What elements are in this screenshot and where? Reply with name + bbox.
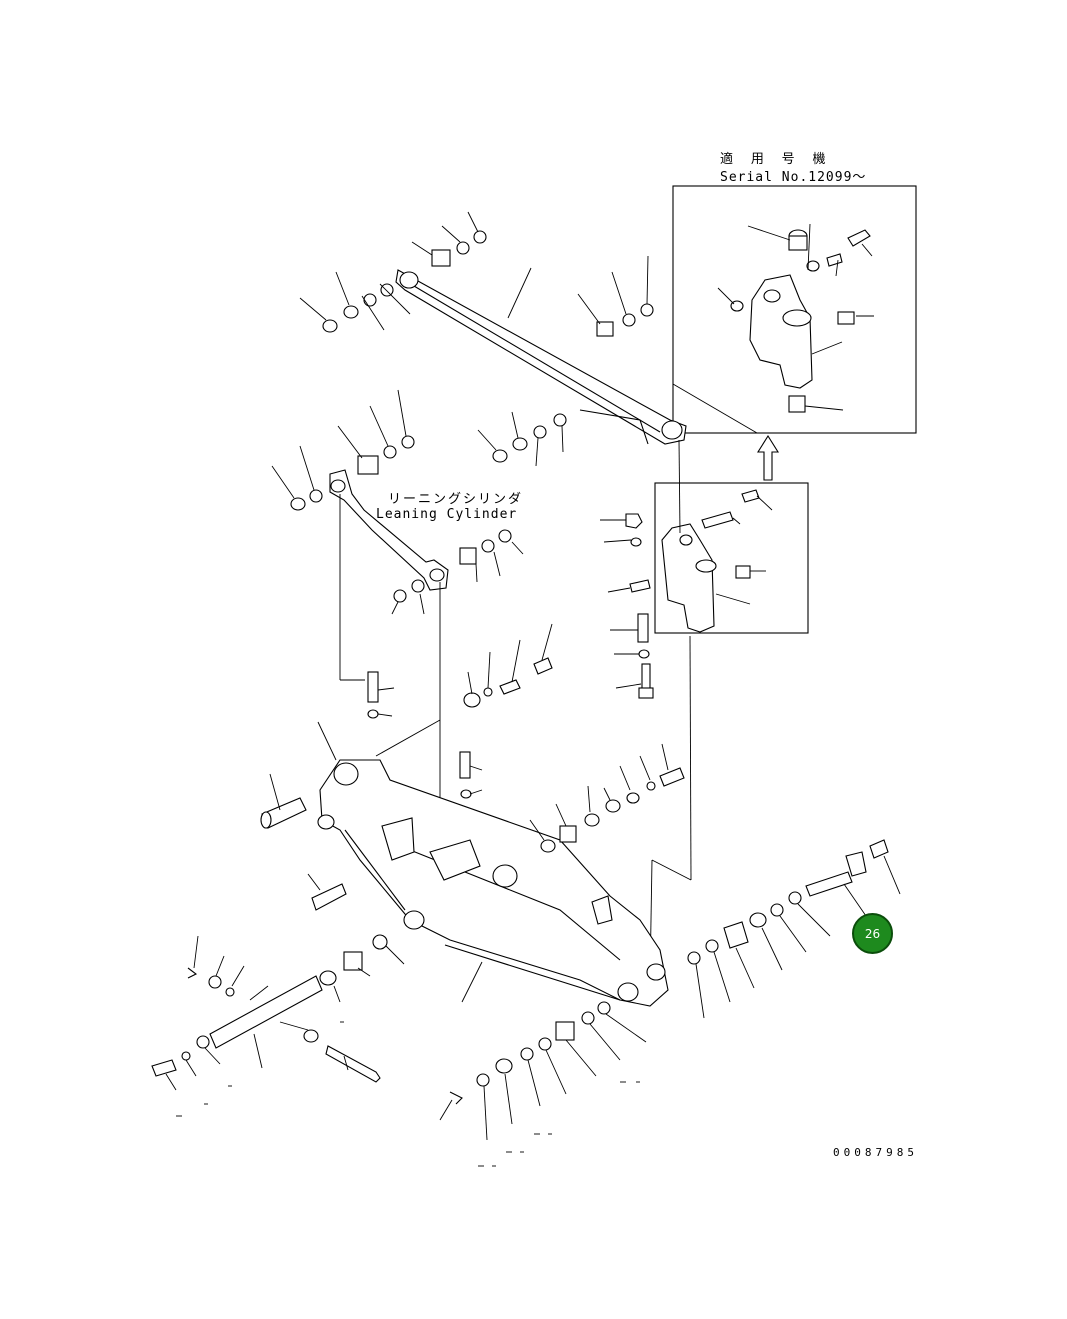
inset-title-japanese: 適 用 号 機: [720, 152, 831, 167]
inset-arrow: [757, 434, 779, 481]
main-frame: [317, 721, 669, 1007]
stay-rod: [395, 267, 687, 445]
part-callout-26[interactable]: 26: [852, 913, 893, 954]
reference-dashes: [176, 1021, 640, 1167]
cylinder-fasteners: [600, 439, 692, 981]
right-middle-hardware: [529, 743, 685, 853]
leaning-cylinder-label-japanese: リーニングシリンダ: [388, 492, 524, 507]
document-number: 00087985: [833, 1146, 918, 1159]
lower-left-hardware: [151, 773, 405, 1091]
upper-left-hardware: [299, 211, 487, 333]
right-lower-hardware: [687, 839, 901, 1019]
mid-hardware: [271, 389, 567, 511]
bottom-center-hardware: [439, 1001, 647, 1141]
inset-box: [672, 185, 917, 434]
upper-right-hardware: [577, 255, 654, 337]
leaning-cylinder-label: Leaning Cylinder: [376, 507, 518, 522]
cylinder-detail-box: [654, 482, 809, 634]
center-fasteners: [367, 623, 553, 799]
inset-serial-label: Serial No.12099～: [720, 170, 867, 185]
